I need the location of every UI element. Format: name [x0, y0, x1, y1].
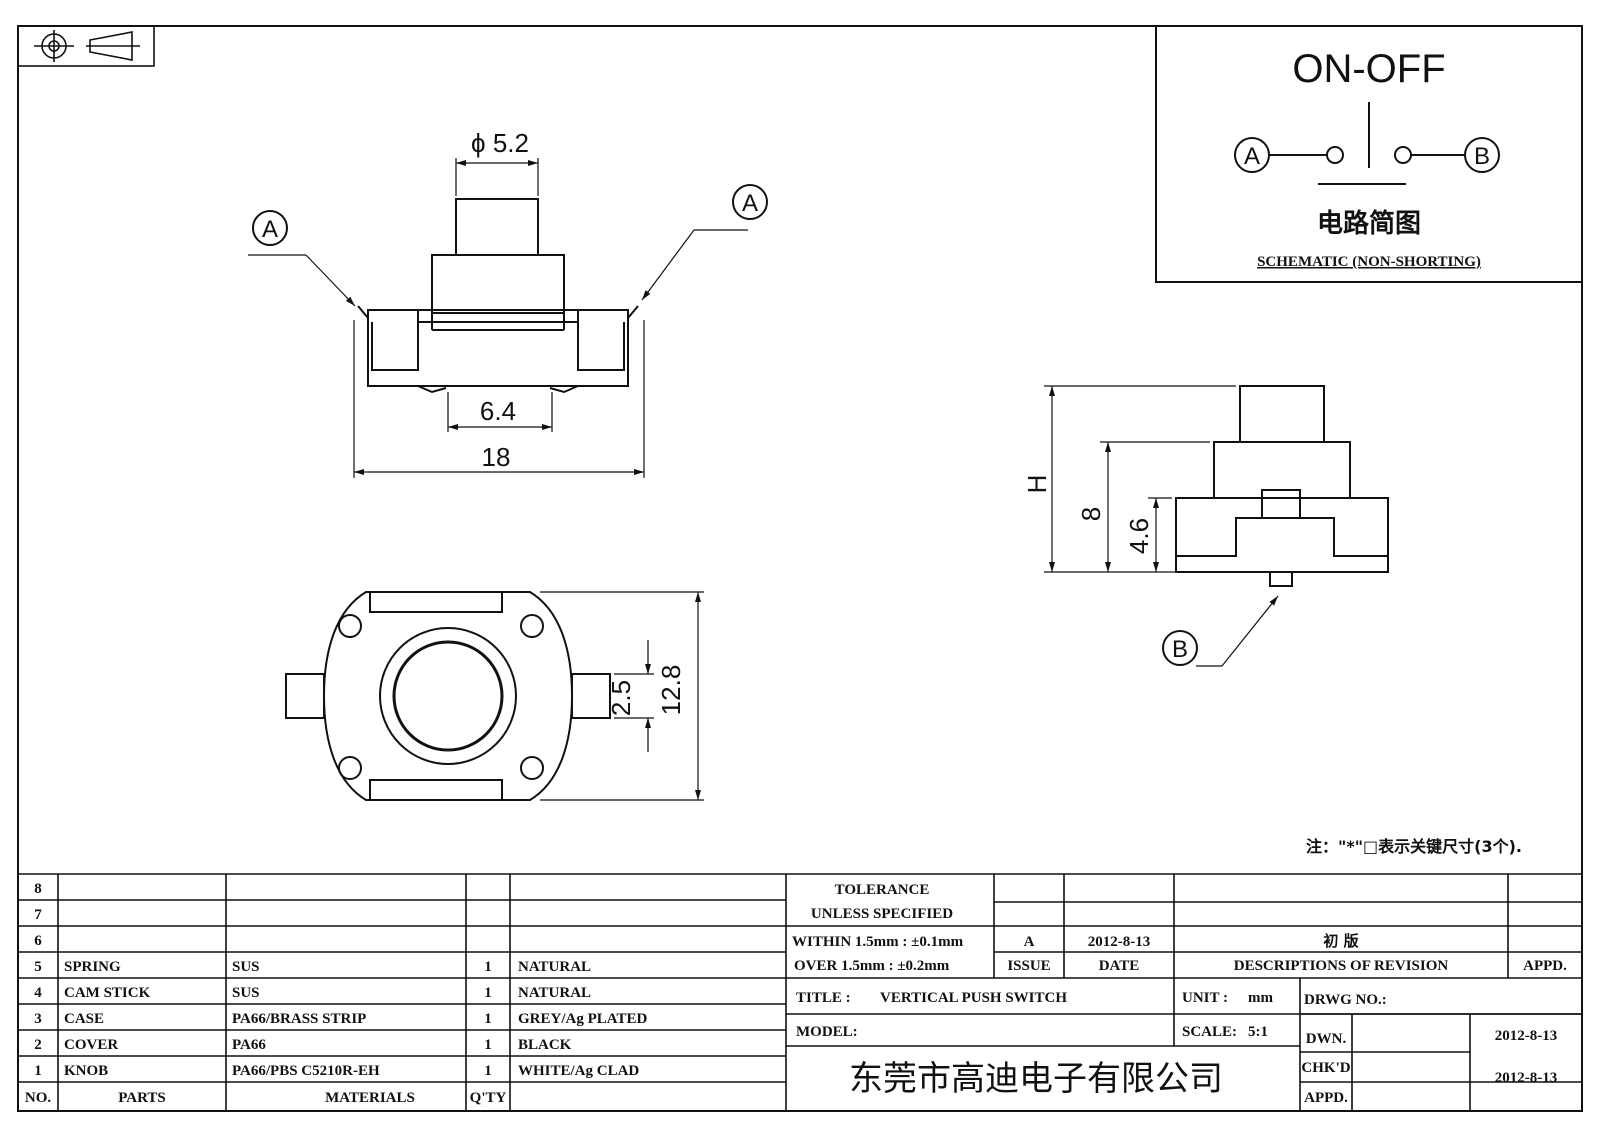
scale-label: SCALE: [1182, 1024, 1237, 1040]
tolerance-line-4: OVER 1.5mm : ±0.2mm [794, 958, 950, 974]
key-dimension-note: 注："*"□表示关键尺寸(3个). [1306, 837, 1522, 856]
model-label: MODEL: [796, 1024, 858, 1040]
header-description: DESCRIPTIONS OF REVISION [1234, 958, 1449, 974]
dim-overall-width: 18 [482, 442, 511, 472]
row-no: 1 [34, 1063, 42, 1079]
row-finish: NATURAL [518, 985, 591, 1001]
header-no: NO. [25, 1090, 52, 1106]
side-view-dimensions [1044, 385, 1279, 667]
unit-value: mm [1248, 990, 1273, 1006]
header-parts: PARTS [118, 1090, 166, 1106]
row-finish: GREY/Ag PLATED [518, 1011, 647, 1027]
row-material: SUS [232, 959, 260, 975]
schematic-terminal-a: A [1244, 143, 1260, 170]
rev-issue: A [1024, 934, 1035, 950]
row-qty: 1 [484, 1037, 492, 1053]
row-finish: NATURAL [518, 959, 591, 975]
contact-b-icon [1394, 146, 1412, 164]
row-no: 6 [34, 933, 42, 949]
scale-value: 5:1 [1248, 1024, 1268, 1040]
rev-description: 初 版 [1323, 932, 1358, 950]
schematic-title: ON-OFF [1292, 47, 1445, 91]
unit-label: UNIT : [1182, 990, 1228, 1006]
row-finish: WHITE/Ag CLAD [518, 1063, 639, 1079]
schematic-box: ON-OFF A B 电路简图 SCHEMATIC (NON-SHORTING) [1155, 25, 1583, 283]
dwn-label: DWN. [1306, 1031, 1347, 1047]
title-block: TOLERANCE UNLESS SPECIFIED WITHIN 1.5mm … [792, 882, 1567, 1106]
row-part: CASE [64, 1011, 104, 1027]
header-materials: MATERIALS [325, 1090, 415, 1106]
row-material: SUS [232, 985, 260, 1001]
row-no: 7 [34, 907, 42, 923]
dim-height-46: 4.6 [1124, 518, 1154, 554]
parts-table: 8 7 6 5 4 3 2 1 SPRING CAM STICK CASE CO… [25, 881, 648, 1106]
tolerance-line-1: TOLERANCE [835, 882, 930, 898]
row-material: PA66/PBS C5210R-EH [232, 1063, 380, 1079]
rev-date: 2012-8-13 [1088, 934, 1151, 950]
schematic-en-label: SCHEMATIC (NON-SHORTING) [1257, 254, 1481, 270]
front-view [357, 198, 639, 394]
tolerance-line-2: UNLESS SPECIFIED [811, 906, 953, 922]
dim-knob-diameter: ϕ 5.2 [471, 128, 529, 158]
row-part: COVER [64, 1037, 118, 1053]
dim-depth-128: 12.8 [656, 665, 686, 716]
schematic-cn-label: 电路简图 [1317, 208, 1421, 239]
side-terminal-b: B [1172, 636, 1188, 663]
row-part: SPRING [64, 959, 121, 975]
row-finish: BLACK [518, 1037, 572, 1053]
title-value: VERTICAL PUSH SWITCH [880, 990, 1067, 1006]
schematic-terminal-b: B [1474, 143, 1490, 170]
company-name: 东莞市高迪电子有限公司 [849, 1059, 1223, 1099]
header-issue: ISSUE [1007, 958, 1050, 974]
sheet-border [17, 25, 1583, 1112]
row-material: PA66 [232, 1037, 266, 1053]
row-no: 2 [34, 1037, 42, 1053]
chkd-label: CHK'D [1301, 1060, 1350, 1076]
chkd-date: 2012-8-13 [1495, 1070, 1558, 1086]
dim-terminal-25: 2.5 [606, 680, 636, 716]
title-label: TITLE : [796, 990, 851, 1006]
bottom-view-dimensions [540, 591, 704, 801]
row-qty: 1 [484, 1063, 492, 1079]
appd-label: APPD. [1304, 1090, 1348, 1106]
row-part: KNOB [64, 1063, 108, 1079]
contact-a-icon [1326, 146, 1344, 164]
drwg-no-label: DRWG NO.: [1304, 992, 1387, 1008]
side-view [1175, 385, 1389, 587]
header-appd: APPD. [1523, 958, 1567, 974]
dwn-date: 2012-8-13 [1495, 1028, 1558, 1044]
header-qty: Q'TY [470, 1090, 507, 1106]
dim-height-8: 8 [1076, 507, 1106, 521]
row-no: 5 [34, 959, 42, 975]
header-date: DATE [1099, 958, 1140, 974]
row-qty: 1 [484, 985, 492, 1001]
front-view-dimensions [248, 158, 748, 478]
bottom-view [285, 591, 611, 801]
front-terminal-left: A [262, 216, 278, 243]
table-grid [18, 873, 1582, 1111]
row-no: 3 [34, 1011, 42, 1027]
row-material: PA66/BRASS STRIP [232, 1011, 366, 1027]
dim-height-h: H [1022, 475, 1052, 494]
projection-symbol-icon [17, 25, 155, 67]
row-qty: 1 [484, 1011, 492, 1027]
row-part: CAM STICK [64, 985, 151, 1001]
dim-inner-width: 6.4 [480, 396, 516, 426]
tolerance-line-3: WITHIN 1.5mm : ±0.1mm [792, 934, 964, 950]
front-terminal-right: A [742, 190, 758, 217]
row-qty: 1 [484, 959, 492, 975]
row-no: 4 [34, 985, 42, 1001]
row-no: 8 [34, 881, 42, 897]
